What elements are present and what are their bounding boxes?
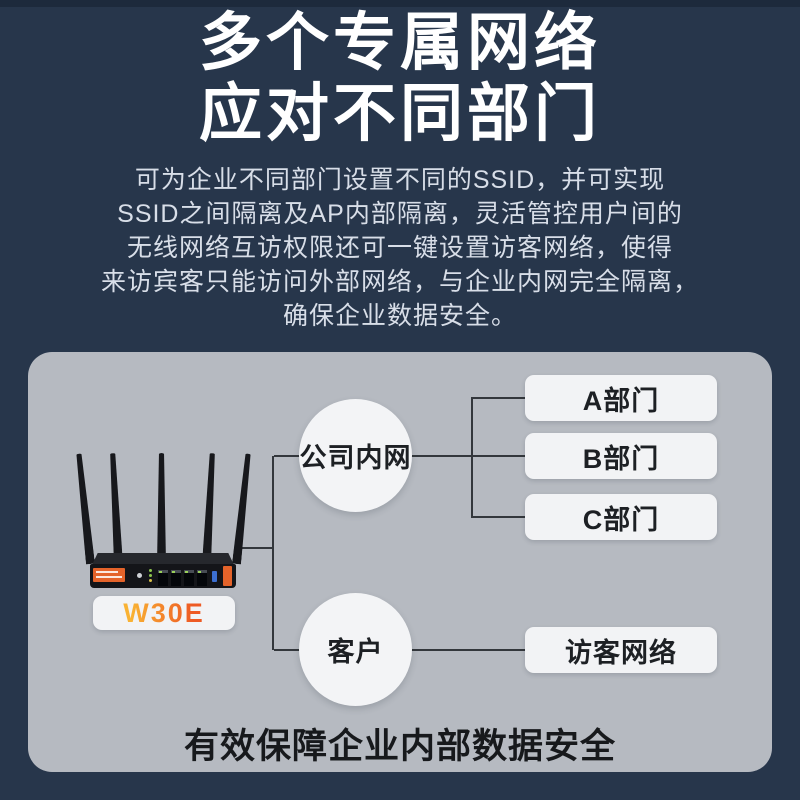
router-model-text: W30E bbox=[123, 597, 205, 628]
network-diagram-panel: W30E 公司内网 客户 A部门 B部门 C部门 访客网络 有效保障企业内部数据… bbox=[28, 352, 772, 772]
router-antenna bbox=[202, 453, 217, 564]
intro-line: 无线网络互访权限还可一键设置访客网络，使得 bbox=[126, 234, 673, 262]
node-company-intranet: 公司内网 bbox=[299, 399, 412, 512]
intro-line: 确保企业数据安全。 bbox=[282, 302, 517, 330]
panel-caption: 有效保障企业内部数据安全 bbox=[183, 727, 616, 766]
router-power-led bbox=[137, 573, 142, 578]
page-title-line-2: 应对不同部门 bbox=[199, 79, 601, 149]
node-guest-client: 客户 bbox=[299, 593, 412, 706]
connector-dept-c bbox=[473, 516, 525, 518]
intro-line: 可为企业不同部门设置不同的SSID，并可实现 bbox=[134, 166, 666, 194]
router-front-panel bbox=[90, 564, 236, 588]
router-usb-port bbox=[212, 571, 217, 582]
connector-router bbox=[240, 547, 274, 549]
top-border-strip bbox=[0, 0, 800, 7]
router-illustration bbox=[84, 447, 284, 597]
router-ethernet-port bbox=[184, 570, 194, 586]
connector-branch-vertical bbox=[471, 397, 473, 518]
intro-paragraph: 可为企业不同部门设置不同的SSID，并可实现 SSID之间隔离及AP内部隔离，灵… bbox=[0, 163, 800, 333]
router-status-led bbox=[149, 574, 152, 577]
router-antenna bbox=[157, 453, 166, 564]
router-ethernet-port bbox=[171, 570, 181, 586]
router-antenna bbox=[108, 453, 123, 564]
dept-box-c: C部门 bbox=[525, 494, 717, 540]
router-orange-trim bbox=[223, 566, 232, 586]
dept-box-b: B部门 bbox=[525, 433, 717, 479]
guest-network-box: 访客网络 bbox=[525, 627, 717, 673]
router-brand-label bbox=[93, 568, 125, 582]
router-antenna bbox=[232, 453, 253, 564]
router-model-badge: W30E bbox=[93, 596, 235, 630]
router-status-led bbox=[149, 579, 152, 582]
router-ethernet-port bbox=[158, 570, 168, 586]
connector-trunk-vertical bbox=[272, 456, 274, 650]
router-ethernet-port bbox=[197, 570, 207, 586]
page-title: 多个专属网络 应对不同部门 bbox=[0, 8, 800, 150]
dept-box-a: A部门 bbox=[525, 375, 717, 421]
connector-dept-a bbox=[473, 397, 525, 399]
router-top-face bbox=[92, 553, 234, 565]
page-title-line-1: 多个专属网络 bbox=[199, 8, 601, 78]
intro-line: SSID之间隔离及AP内部隔离，灵活管控用户间的 bbox=[117, 200, 683, 228]
router-antenna bbox=[74, 453, 95, 564]
intro-line: 来访宾客只能访问外部网络，与企业内网完全隔离， bbox=[100, 268, 699, 296]
router-status-led bbox=[149, 569, 152, 572]
